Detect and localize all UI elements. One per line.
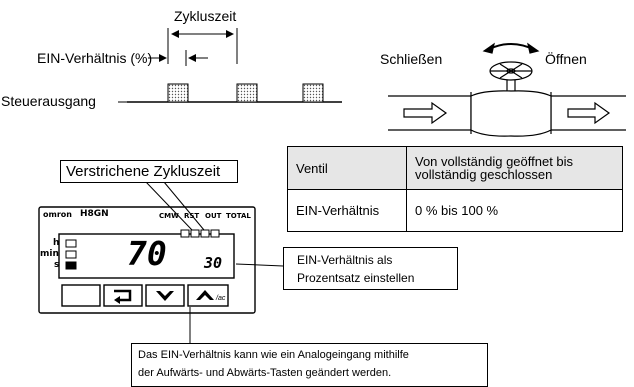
indicator-cmw: CMW [159,212,179,220]
table-header-range: Von vollständig geöffnet bis vollständig… [406,146,623,190]
indicator-out: OUT [205,212,222,220]
on-ratio-label: EIN-Verhältnis (%) [37,50,153,66]
unit-indicator-s [65,261,77,270]
indicator-square [210,229,220,238]
table-row: Ventil Von vollständig geöffnet bis voll… [287,146,623,190]
control-output-label: Steuerausgang [1,93,96,109]
up-arrow-icon [196,290,214,300]
unit-label-h: h [53,238,60,248]
key-sub-label: /ac [216,295,226,302]
device-brand: omron [43,210,72,219]
device-model: H8GN [80,209,109,219]
indicator-square [180,229,190,238]
unit-label-min: min [40,249,59,259]
valve-open-label: Öffnen [545,51,587,67]
display-main-value: 70 [127,234,167,273]
indicator-square [190,229,200,238]
output-pulse [302,83,324,103]
unit-indicator-min [65,250,77,259]
indicator-total: TOTAL [226,212,251,220]
set-percentage-callout: EIN-Verhältnis als Prozentsatz einstelle… [283,247,458,290]
output-pulse [236,83,258,103]
cycle-time-label: Zykluszeit [174,8,237,24]
elapsed-cycle-time-callout: Verstrichene Zykluszeit [60,160,238,183]
down-arrow-icon [156,291,174,301]
timer-device [38,206,256,314]
unit-indicator-h [65,239,77,248]
display-sub-value: 30 [204,254,223,272]
valve-illustration [388,42,626,137]
mode-key-icon [61,284,101,307]
table-cell-on-ratio: EIN-Verhältnis [287,189,407,232]
indicator-square [200,229,210,238]
unit-label-s: s [54,260,60,270]
valve-spec-table: Ventil Von vollständig geöffnet bis voll… [287,146,623,232]
table-row: EIN-Verhältnis 0 % bis 100 % [287,189,623,232]
table-header-valve: Ventil [287,146,407,190]
output-pulse [167,83,189,103]
cycle-arrow-icon [114,289,132,304]
up-down-keys-callout: Das EIN-Verhältnis kann wie ein Analogei… [131,343,488,387]
indicator-rst: RST [184,212,200,220]
valve-close-label: Schließen [380,51,443,67]
timing-diagram [127,28,342,103]
table-cell-range: 0 % bis 100 % [406,189,623,232]
leader-lines [145,181,284,343]
